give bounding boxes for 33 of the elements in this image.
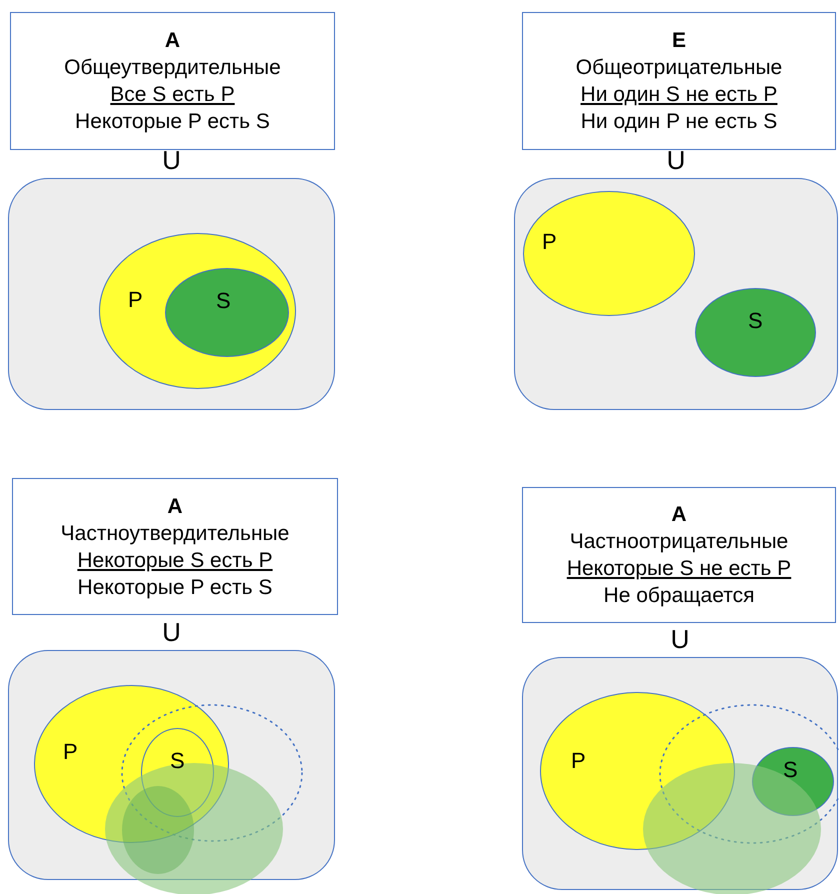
universe-label: U xyxy=(161,617,182,647)
universe-label: U xyxy=(161,145,182,175)
card-text: Ни один P не есть S xyxy=(580,109,778,135)
text-box xyxy=(522,487,836,623)
set-label: P xyxy=(63,740,78,764)
set-label: S xyxy=(783,758,798,782)
set-label: P xyxy=(571,749,586,773)
card-title: Частноотрицательные xyxy=(570,529,788,555)
statement-text: Некоторые S не есть P xyxy=(566,556,792,582)
set-label: S xyxy=(170,749,185,773)
card-text: Некоторые P есть S xyxy=(78,574,272,600)
set-ellipse xyxy=(141,728,214,817)
card-title: Частноутвердительные xyxy=(60,520,290,546)
card-heading: A xyxy=(164,28,180,54)
card-heading: A xyxy=(167,494,183,520)
card-text: Не обращается xyxy=(604,583,754,609)
card-title: Общеотрицательные xyxy=(576,55,782,81)
text-box xyxy=(12,478,338,615)
set-label: S xyxy=(216,289,231,313)
statement-text: Некоторые S есть P xyxy=(77,548,273,574)
text-box xyxy=(522,12,836,150)
statement-text: Ни один S не есть P xyxy=(580,82,778,108)
universe-label: U xyxy=(670,624,690,654)
universe-label: U xyxy=(666,145,686,175)
card-heading: A xyxy=(671,502,687,528)
statement-text: Все S есть P xyxy=(110,82,235,108)
card-title: Общеутвердительные xyxy=(64,55,281,81)
set-label: S xyxy=(748,309,763,333)
card-heading: E xyxy=(672,28,686,54)
set-label: P xyxy=(542,230,557,254)
card-text: Некоторые P есть S xyxy=(75,109,270,135)
set-label: P xyxy=(128,288,143,312)
text-box xyxy=(10,12,335,150)
